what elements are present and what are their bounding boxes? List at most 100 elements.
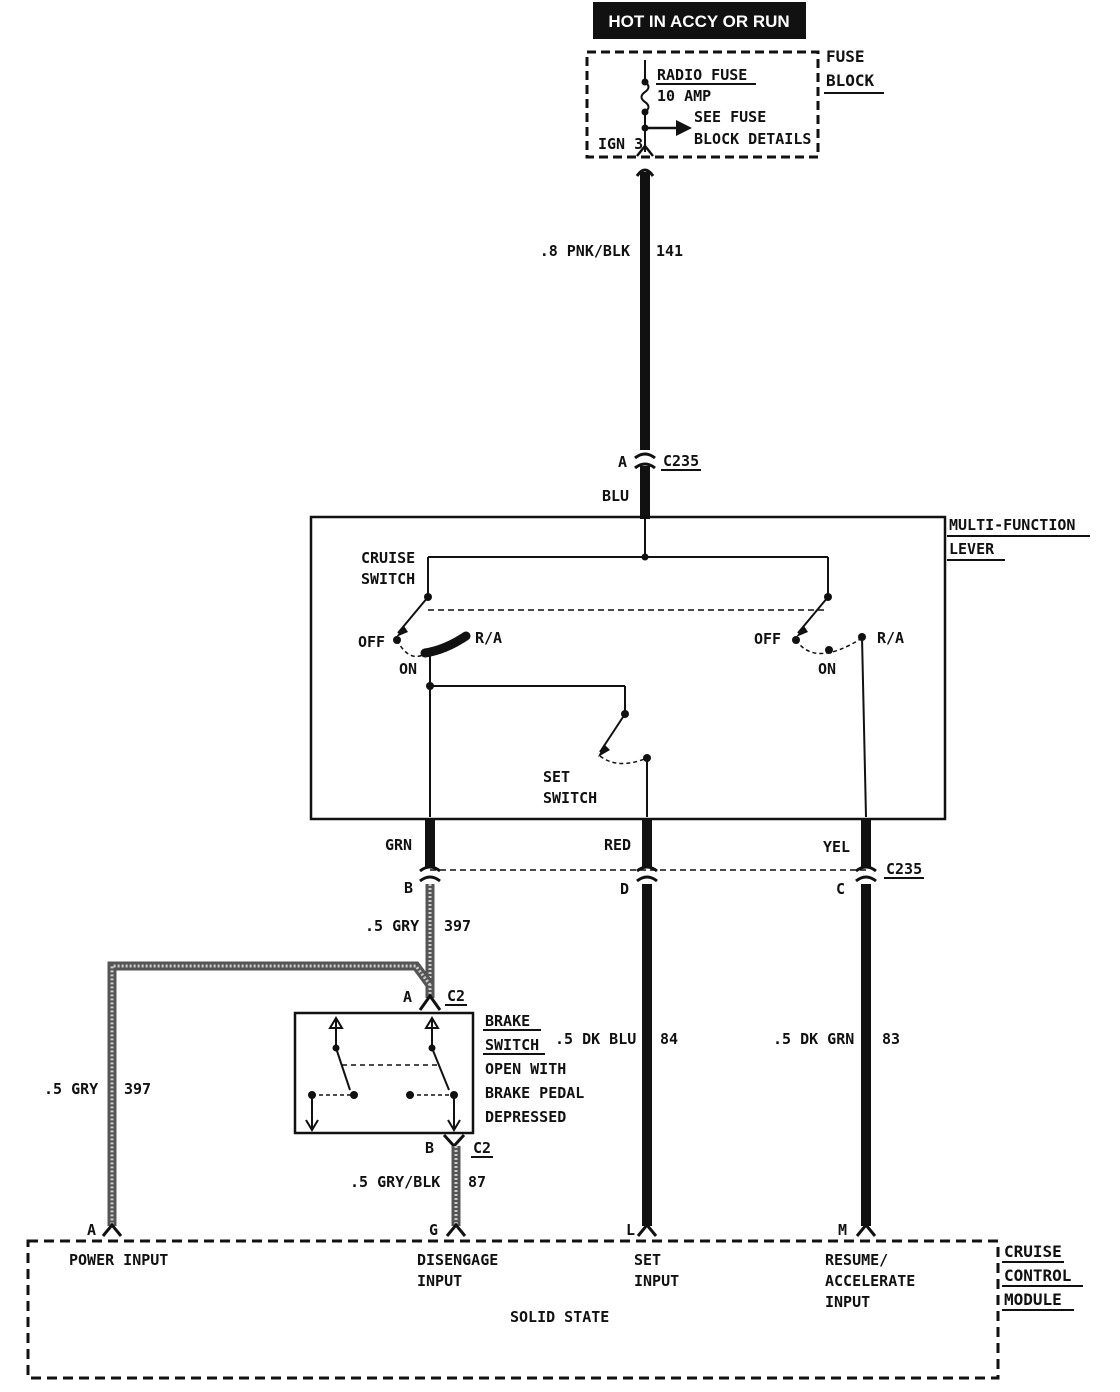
gry-upper-size: .5 GRY [365,917,419,935]
brake-left-blade [335,1047,351,1091]
module-pin-l-desc-2: INPUT [634,1272,679,1290]
gry-left-size: .5 GRY [44,1080,98,1098]
right-off-label: OFF [754,630,781,648]
brake-left-down-arrow-icon [305,1119,319,1132]
c235-bottom-pin-d-label: D [620,880,629,898]
brake-switch-desc-3: DEPRESSED [485,1108,566,1126]
c235-bottom-pin-b [419,865,441,883]
mfl-name-1: MULTI-FUNCTION [949,516,1075,534]
module-pin-m-desc-2: ACCELERATE [825,1272,915,1290]
fuse-block-name-2: BLOCK [826,71,875,90]
c2-bottom-pin: B [425,1139,434,1157]
yel-label: YEL [823,838,850,856]
right-ra-label: R/A [877,629,904,647]
set-switch-label-1: SET [543,768,570,786]
c235-top-lower [634,462,656,470]
module-pin-m-desc-3: INPUT [825,1293,870,1311]
module-pin-m: M [838,1221,847,1239]
right-ra-lead [861,636,867,818]
c235-bottom-pin-c-label: C [836,880,845,898]
module-pin-l-desc-1: SET [634,1251,661,1269]
see-fuse-line-2: BLOCK DETAILS [694,130,811,148]
brake-switch-name-1: BRAKE [485,1012,530,1030]
left-on-label: ON [399,660,417,678]
right-switch-arrow-icon [796,626,808,637]
brake-switch-name-2: SWITCH [485,1036,539,1054]
left-ra-label: R/A [475,629,502,647]
module-pin-l-connector [636,1222,658,1237]
module-pin-a-connector [101,1222,123,1237]
c235-bottom-pin-c [855,865,877,883]
set-switch-travel [599,755,648,765]
c2-top-connector [418,993,442,1011]
gry-blk-size: .5 GRY/BLK [350,1173,440,1191]
feed-wire-size: .8 PNK/BLK [540,242,630,260]
mfl-name-2: LEVER [949,540,995,558]
left-switch-blade [397,596,429,634]
brake-switch-box [293,1011,475,1135]
see-fuse-line-1: SEE FUSE [694,108,766,126]
red-label: RED [604,836,631,854]
module-type: SOLID STATE [510,1308,609,1326]
power-label-box [593,2,806,39]
brake-switch-desc-1: OPEN WITH [485,1060,566,1078]
module-pin-g-connector [445,1222,467,1237]
right-on-label: ON [818,660,836,678]
module-name-3: MODULE [1004,1290,1062,1309]
right-switch-travel [795,637,863,655]
cruise-control-module-box [26,1239,1000,1380]
c2-bottom-connector [442,1133,466,1149]
grn-label: GRN [385,836,412,854]
left-switch-arrow-icon [396,626,408,637]
power-label: HOT IN ACCY OR RUN [608,12,789,31]
brake-left-up-arrow-icon [328,1016,344,1029]
fuse-block-box [585,50,820,159]
c235-bottom-pin-d [636,865,658,883]
c2-top-pin: A [403,988,412,1006]
blu-label: BLU [602,487,629,505]
feed-connector-top [635,168,655,177]
module-pin-a: A [87,1221,96,1239]
right-on-contact [825,646,833,654]
fuse-element [640,81,650,113]
module-pin-a-desc: POWER INPUT [69,1251,168,1269]
fuse-rating: 10 AMP [657,87,711,105]
module-pin-m-desc-1: RESUME/ [825,1251,888,1269]
module-name-2: CONTROL [1004,1266,1071,1285]
gry-upper-circuit: 397 [444,917,471,935]
c235-top-upper [634,452,656,460]
dk-blu-circuit: 84 [660,1030,678,1048]
brake-right-blade [431,1047,450,1091]
left-ra-contact [420,631,471,658]
c2-bottom-name: C2 [473,1139,491,1157]
dk-blu-size: .5 DK BLU [555,1030,636,1048]
c235-bottom-name: C235 [886,860,922,878]
module-pin-g-desc-1: DISENGAGE [417,1251,498,1269]
c2-top-name: C2 [447,987,465,1005]
see-fuse-arrow-icon [676,120,692,136]
brake-right-up-arrow-icon [424,1016,440,1029]
module-pin-g-desc-2: INPUT [417,1272,462,1290]
brake-switch-desc-2: BRAKE PEDAL [485,1084,584,1102]
set-switch-arrow-icon [598,744,610,757]
brake-right-down-arrow-icon [447,1119,461,1132]
multi-function-lever-box [309,515,947,821]
cruise-switch-label-1: CRUISE [361,549,415,567]
gry-left-circuit: 397 [124,1080,151,1098]
fuse-block-name-1: FUSE [826,47,865,66]
dk-grn-size: .5 DK GRN [773,1030,854,1048]
module-name-1: CRUISE [1004,1242,1062,1261]
feed-wire-circuit: 141 [656,242,683,260]
c235-bottom-pin-b-label: B [404,879,413,897]
right-switch-blade [797,596,829,634]
module-pin-m-connector [855,1222,877,1237]
c235-top-name: C235 [663,452,699,470]
fuse-name: RADIO FUSE [657,66,747,84]
fuse-terminal-icon [636,143,654,157]
dk-grn-circuit: 83 [882,1030,900,1048]
module-pin-g: G [429,1221,438,1239]
set-switch-label-2: SWITCH [543,789,597,807]
left-off-label: OFF [358,633,385,651]
